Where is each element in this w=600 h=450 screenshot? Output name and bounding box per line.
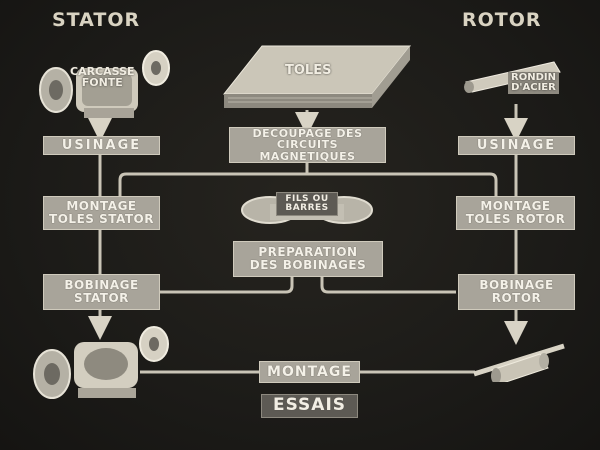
rotor-stack-box: MONTAGE TOLES ROTOR <box>456 196 575 230</box>
steel-bar-label: RONDIN D'ACIER <box>508 72 559 94</box>
tests-box: ESSAIS <box>261 394 358 418</box>
rotor-image <box>473 343 565 382</box>
winding-prep-box: PREPARATION DES BOBINAGES <box>233 241 383 277</box>
wires-label: FILS OU BARRES <box>276 192 338 216</box>
prep-to-stator-winding <box>160 277 294 294</box>
rotor-winding-box: BOBINAGE ROTOR <box>458 274 575 310</box>
stator-stack-box: MONTAGE TOLES STATOR <box>43 196 160 230</box>
assembly-box: MONTAGE <box>259 361 360 383</box>
sheets-image <box>222 45 412 108</box>
stator-winding-box: BOBINAGE STATOR <box>43 274 160 310</box>
sheets-label: TOLES <box>285 63 332 78</box>
cutting-box: DECOUPAGE DES CIRCUITS MAGNETIQUES <box>229 127 386 163</box>
stator-machining-box: USINAGE <box>43 136 160 155</box>
rotor-title: ROTOR <box>462 9 542 31</box>
wound-stator-image <box>33 326 169 399</box>
prep-to-rotor-winding <box>320 277 456 294</box>
rotor-machining-box: USINAGE <box>458 136 575 155</box>
stator-frame-image <box>39 50 170 118</box>
stator-frame-label: CARCASSE FONTE <box>70 65 135 89</box>
stator-title: STATOR <box>52 9 141 31</box>
